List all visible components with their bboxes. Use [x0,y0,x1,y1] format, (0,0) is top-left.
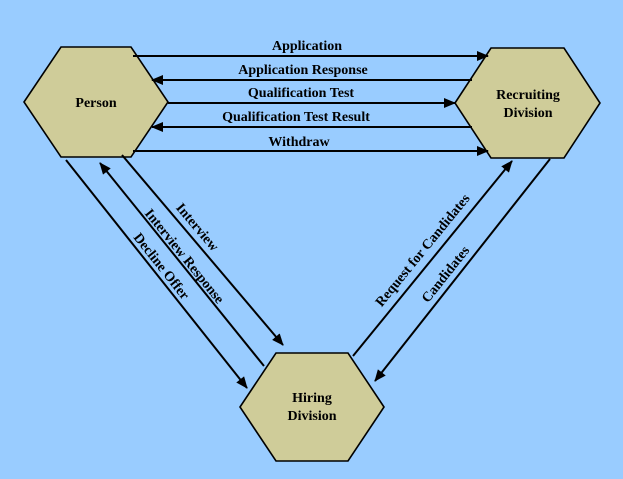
hiring-division-node: Hiring Division [239,352,385,462]
hiring-division-hexagon [239,352,385,462]
hiring-label-line1: Hiring [292,391,332,406]
person-label: Person [75,96,116,111]
edge-request-for-candidates: Request for Candidates [352,160,513,357]
edge-application-response: Application Response [151,63,472,85]
edge-label-application-response: Application Response [238,63,368,78]
svg-text:Recruiting: Recruiting [496,88,560,103]
hiring-label-line2: Division [287,409,336,424]
svg-text:Person: Person [75,96,116,111]
edge-interview-response: Interview Response [99,162,265,367]
edge-application: Application [133,39,489,61]
edge-withdraw: Withdraw [133,135,489,156]
recruiting-label-line2: Division [503,106,552,121]
edge-qualification-test-result: Qualification Test Result [151,110,472,132]
svg-text:Division: Division [503,106,552,121]
edge-label-withdraw: Withdraw [268,135,330,150]
recruiting-label-line1: Recruiting [496,88,560,103]
edge-qualification-test: Qualification Test [168,86,456,108]
recruiting-division-hexagon [454,47,601,159]
svg-text:Hiring: Hiring [292,391,332,406]
edge-label-qualification-test: Qualification Test [248,86,355,101]
recruiting-division-node: Recruiting Division [454,47,601,159]
person-node: Person [23,46,169,158]
svg-text:Division: Division [287,409,336,424]
edge-label-qualification-test-result: Qualification Test Result [222,110,370,125]
edge-label-application: Application [272,39,342,54]
